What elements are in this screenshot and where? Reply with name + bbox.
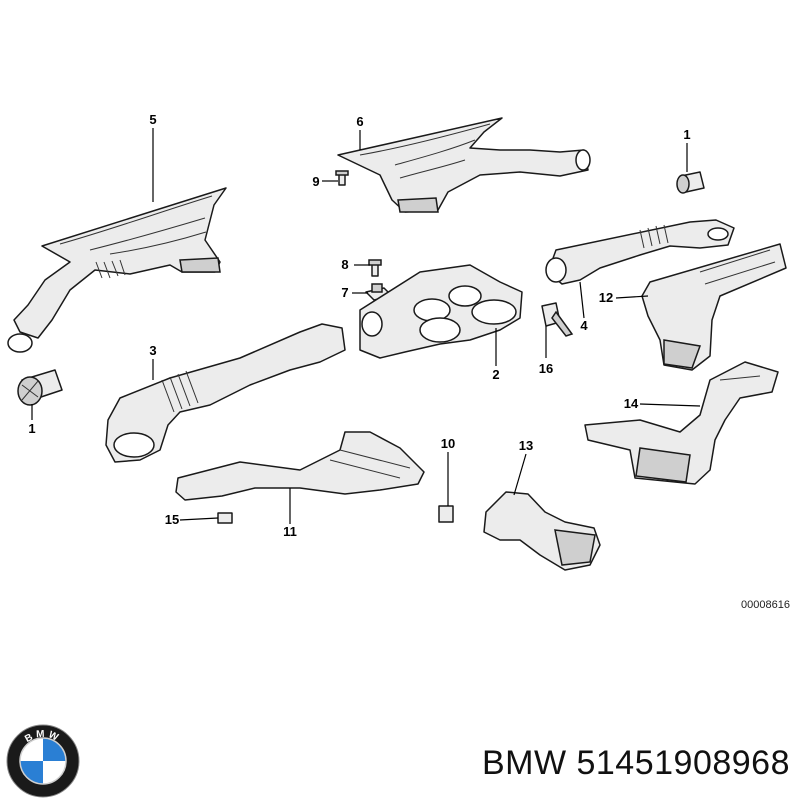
callout-7: 7 [341,285,348,300]
callout-16: 16 [539,361,553,376]
callout-10: 10 [441,436,455,451]
callout-3: 3 [149,343,156,358]
part-3-duct [105,323,346,463]
part-1-grommet-lower [17,369,63,406]
part-4-duct [545,219,735,285]
callout-5: 5 [149,112,156,127]
part-2-outlet-housing [359,264,523,359]
callout-12: 12 [599,290,613,305]
callout-1-lower: 1 [28,421,35,436]
callout-14: 14 [624,396,639,411]
part-13-outlet [483,491,601,571]
part-16-bracket [541,302,574,337]
callout-labels: 5 6 1 9 8 7 2 4 12 16 3 1 14 10 13 15 11 [28,112,690,539]
part-12-outlet [641,243,787,371]
callout-6: 6 [356,114,363,129]
parts-diagram: 5 6 1 9 8 7 2 4 12 16 3 1 14 10 13 15 11… [7,112,790,611]
part-6-duct [337,117,591,213]
callout-4: 4 [580,318,588,333]
brand-row: BMW BMW 51451908968 [0,700,800,800]
callout-9: 9 [312,174,319,189]
part-14-duct [584,361,779,485]
part-5-duct [7,187,227,353]
callout-8: 8 [341,257,348,272]
callout-11: 11 [283,524,297,539]
part-11-duct [175,431,425,501]
leader-lines [31,128,701,524]
bmw-logo-text: BMW [23,729,59,745]
part-9-screw [335,170,349,186]
svg-text:BMW: BMW [23,729,62,745]
bmw-logo: BMW [6,724,80,798]
callout-15: 15 [165,512,179,527]
part-10-clip [438,505,454,523]
part-8-screw [368,259,382,277]
callout-2: 2 [492,367,499,382]
part-15-clip [217,512,233,524]
brand-part-caption: BMW 51451908968 [481,744,790,782]
callout-13: 13 [519,438,533,453]
diagram-reference-code: 00008616 [741,599,790,611]
callout-1-upper: 1 [683,127,690,142]
part-1-grommet-upper [676,171,705,194]
